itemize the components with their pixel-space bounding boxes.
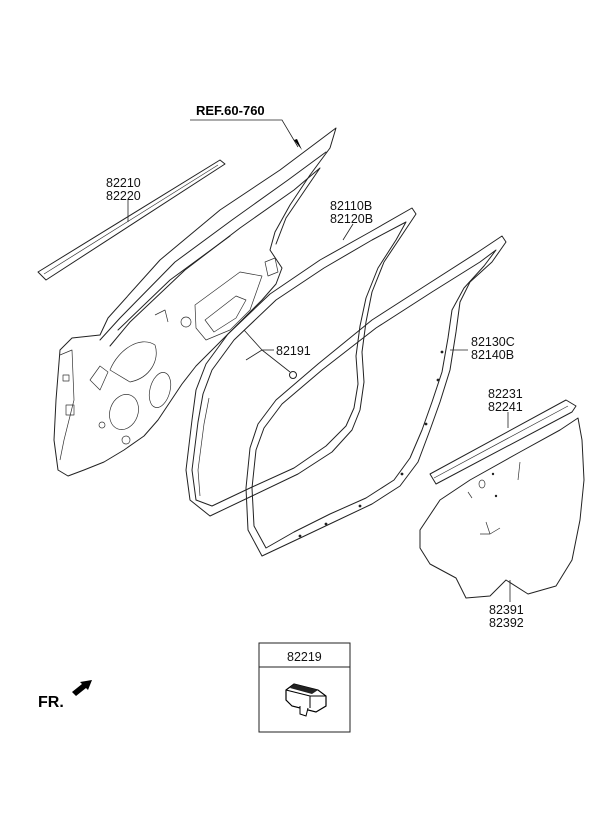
seal-cover-label-2: 82392 bbox=[489, 616, 524, 630]
belt-molding-label-1: 82231 bbox=[488, 387, 523, 401]
ref-callout: REF.60-760 bbox=[190, 103, 302, 150]
clip-leader-b bbox=[245, 349, 263, 361]
clip-leader-c bbox=[261, 349, 291, 373]
inset-label: 82219 bbox=[287, 650, 322, 664]
plug-part-icon bbox=[285, 683, 327, 717]
door-weatherstrip-leader bbox=[342, 223, 354, 241]
ref-label: REF.60-760 bbox=[196, 103, 265, 118]
glass-run-label-2: 82220 bbox=[106, 189, 141, 203]
door-weatherstrip: 82110B 82120B bbox=[185, 199, 417, 517]
body-weatherstrip-label-1: 82130C bbox=[471, 335, 515, 349]
ref-leader-line bbox=[190, 119, 299, 148]
ref-arrowhead bbox=[294, 139, 302, 150]
front-label: FR. bbox=[38, 694, 64, 711]
clip-part: 82191 bbox=[243, 329, 311, 379]
glass-run-label-1: 82210 bbox=[106, 176, 141, 190]
glass-run-strip: 82210 82220 bbox=[37, 159, 226, 281]
clip-label: 82191 bbox=[276, 344, 311, 358]
belt-molding-label-2: 82241 bbox=[488, 400, 523, 414]
clip-icon bbox=[289, 371, 297, 379]
body-weatherstrip: 82130C 82140B bbox=[245, 235, 515, 557]
clip-leader-a bbox=[243, 329, 263, 351]
door-weatherstrip-label-1: 82110B bbox=[330, 199, 372, 213]
door-weatherstrip-label-2: 82120B bbox=[330, 212, 373, 226]
inset-box: 82219 bbox=[258, 642, 351, 733]
front-arrow-icon bbox=[72, 680, 92, 696]
belt-molding: 82231 82241 bbox=[429, 387, 577, 485]
seal-cover: 82391 82392 bbox=[419, 417, 585, 630]
door-inner-panel bbox=[53, 127, 337, 477]
body-weatherstrip-label-2: 82140B bbox=[471, 348, 514, 362]
front-indicator: FR. bbox=[38, 680, 92, 711]
seal-cover-label-1: 82391 bbox=[489, 603, 524, 617]
